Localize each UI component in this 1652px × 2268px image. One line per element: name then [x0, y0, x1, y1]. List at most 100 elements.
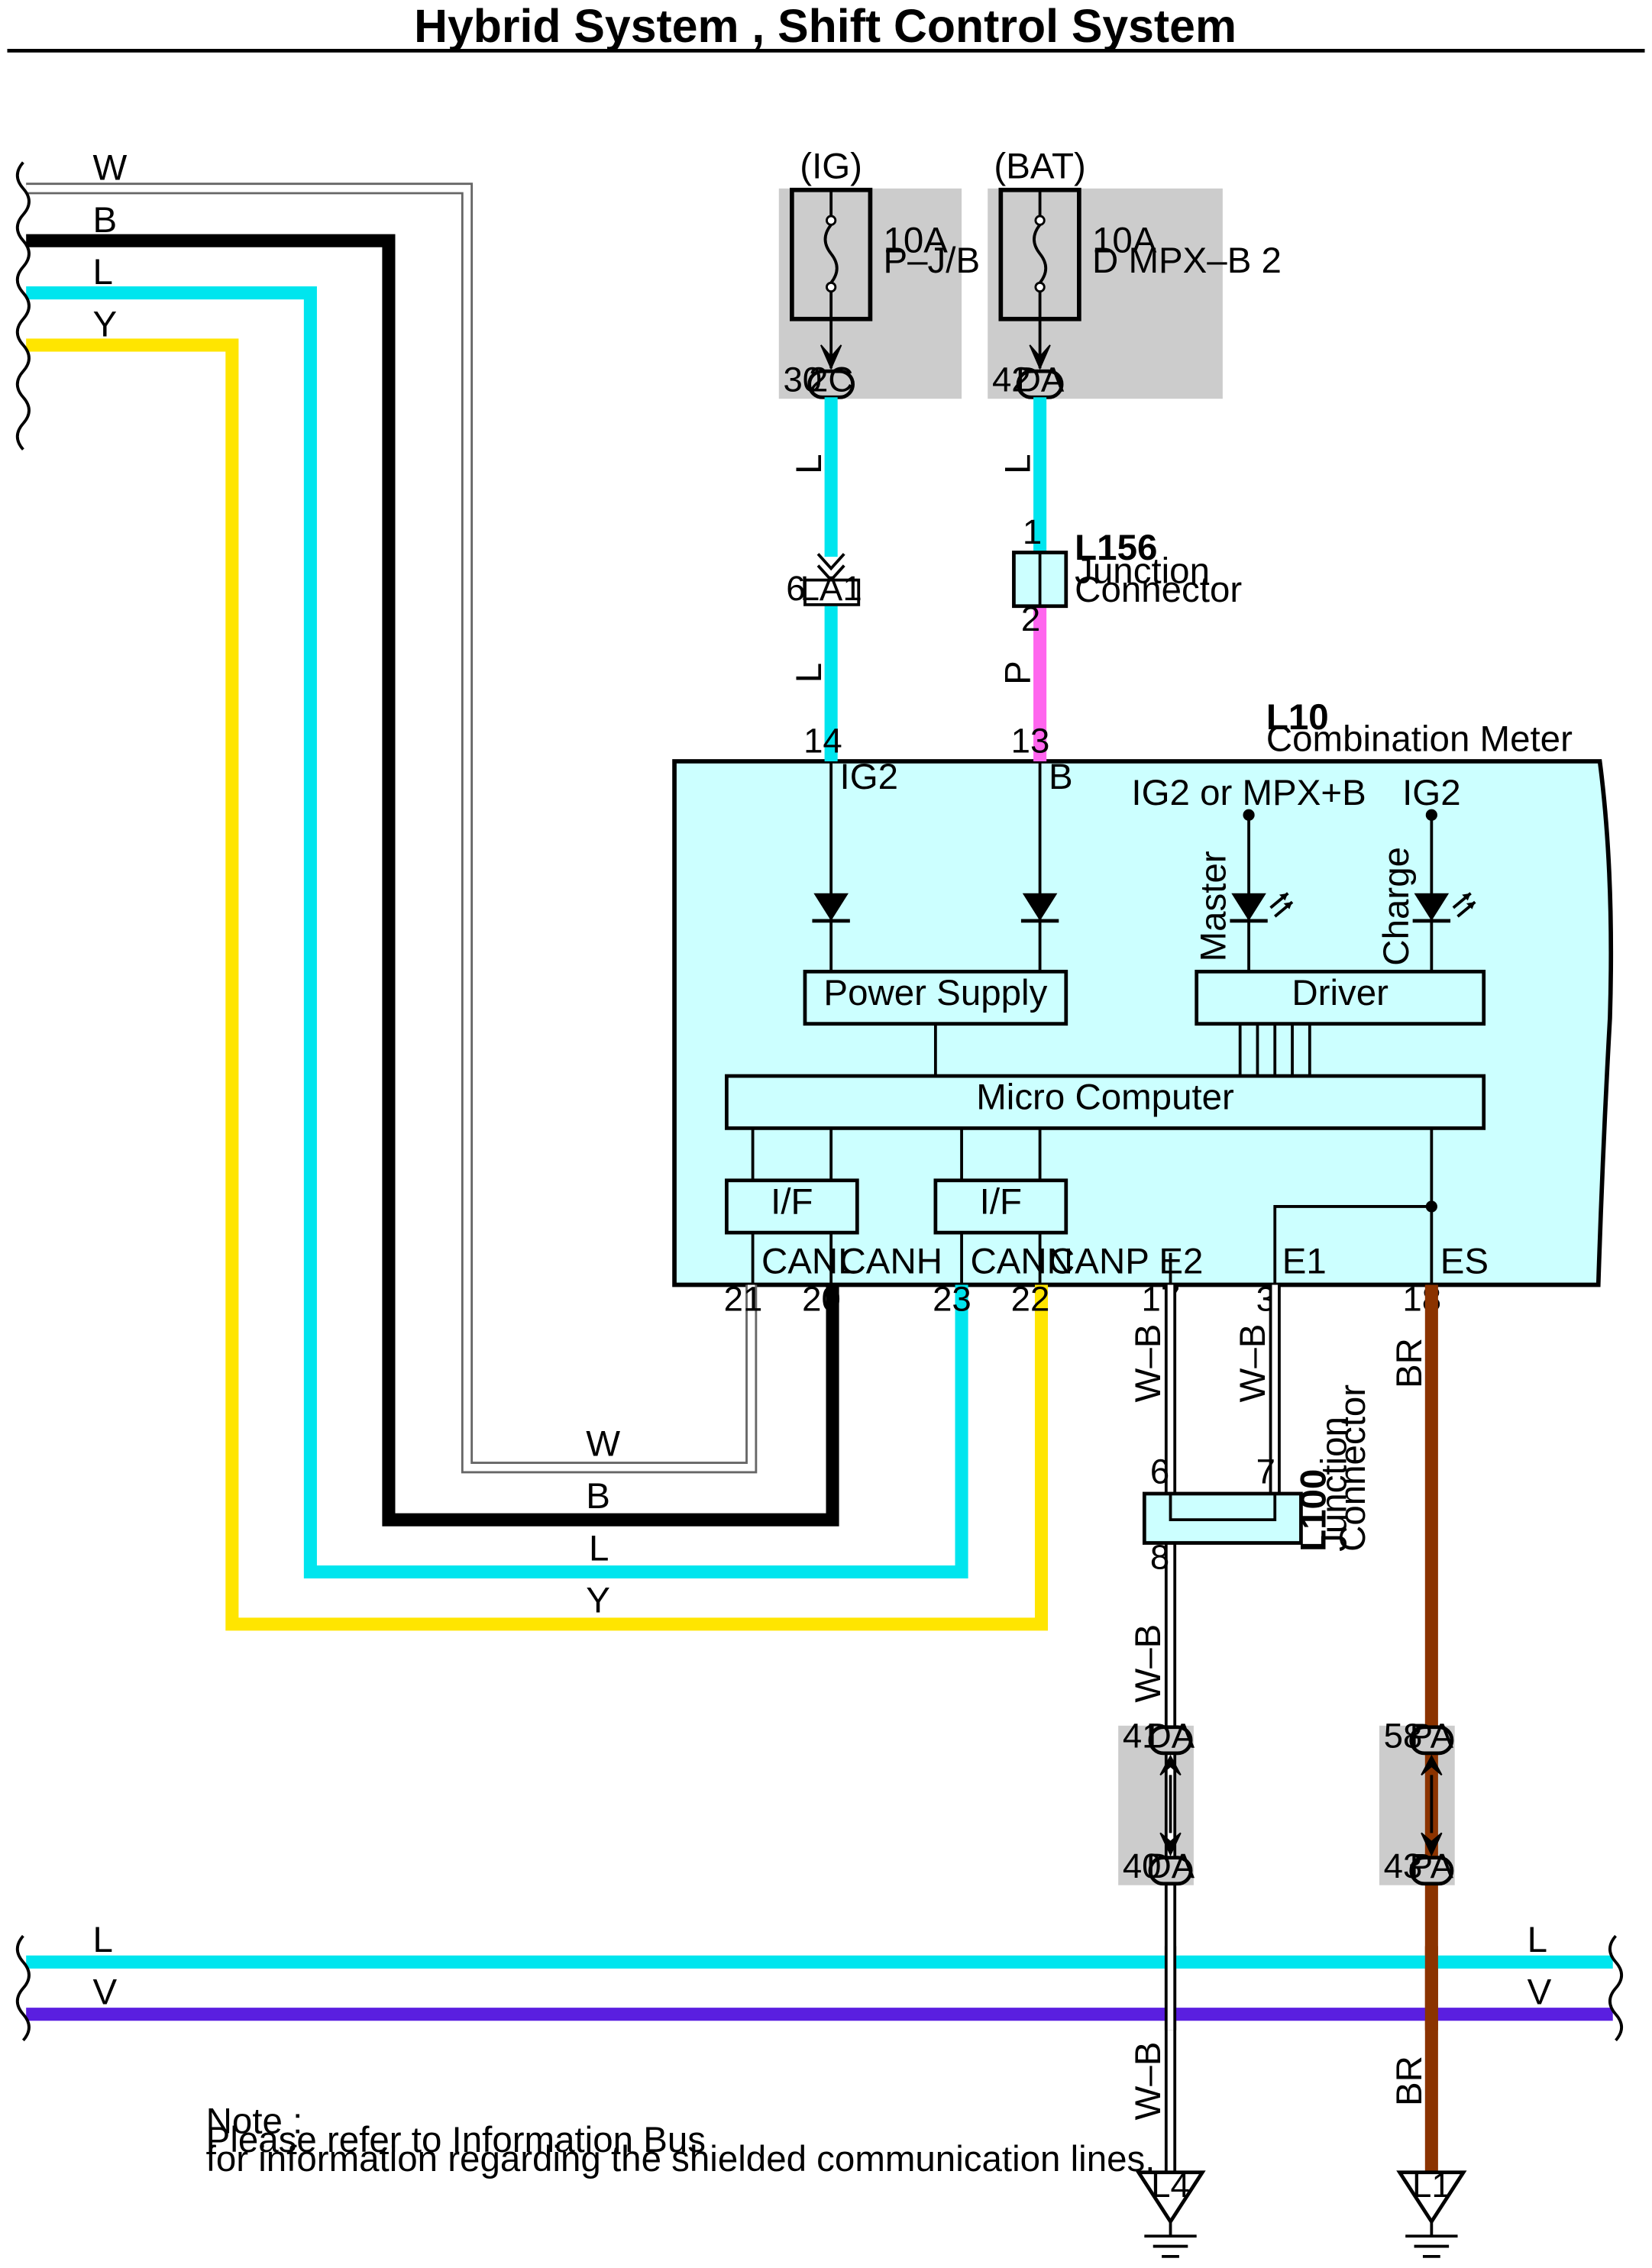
wire-label-l-3: L — [997, 454, 1038, 473]
bus-bottom-label-l-right: L — [1528, 1920, 1547, 1960]
if-block-1 — [725, 1178, 859, 1235]
top-break-marks — [15, 161, 31, 451]
fuse-bat: (BAT) 10A D MPX–B 2 DA 42 — [992, 147, 1282, 399]
wire-b-top — [26, 234, 839, 1527]
bus-label-l: L — [93, 252, 113, 292]
l156-pin-bottom: 2 — [1021, 599, 1040, 638]
charge-supply-dot — [1425, 809, 1437, 821]
da-pin-bottom: 40 — [1123, 1846, 1162, 1885]
da-pin-top: 41 — [1123, 1716, 1162, 1755]
micro-computer-block — [725, 1074, 1486, 1130]
da-name-bottom: DA — [1146, 1846, 1195, 1885]
l10-terminal-canl: CANL — [761, 1241, 858, 1281]
fuse-ig: (IG) 10A P–J/B 2C 30 — [783, 147, 980, 399]
diode-b-icon — [1020, 893, 1059, 923]
l10-pin-canp: 22 — [1011, 1280, 1050, 1319]
l10-terminal-ig2: IG2 — [840, 757, 899, 797]
pa-name-bottom: PA — [1410, 1846, 1454, 1885]
lamp-master-label: Master — [1194, 851, 1234, 961]
la1-arrow-1 — [816, 553, 845, 571]
l10-terminal-es: ES — [1440, 1241, 1489, 1281]
fuse-ig-name: P–J/B — [884, 241, 981, 281]
da-name-top: DA — [1146, 1716, 1195, 1755]
wire-label-br-1: BR — [1389, 1338, 1430, 1388]
if-block-2-label: I/F — [980, 1181, 1022, 1222]
l10-pin-b: 13 — [1011, 722, 1050, 761]
if-block-1-label: I/F — [771, 1181, 813, 1222]
charge-warning-led-icon — [1412, 892, 1476, 923]
note-line-2: Please refer to Information Bus — [206, 2120, 706, 2160]
l10-pin-ig2: 14 — [803, 722, 842, 761]
l10-terminal-cann: CANN — [970, 1241, 1073, 1281]
micro-computer-label: Micro Computer — [976, 1077, 1234, 1118]
es-junction-dot — [1425, 1200, 1437, 1213]
l10-pin-cann: 23 — [933, 1280, 971, 1319]
l10-pin-canh: 20 — [802, 1280, 841, 1319]
l100-line2: Connector — [1333, 1384, 1373, 1552]
ground-l1-icon — [1396, 2170, 1467, 2258]
fuse-bat-source: (BAT) — [994, 147, 1085, 187]
wire-label-wb-3: W–B — [1128, 1624, 1169, 1703]
l100-pin-a: 6 — [1150, 1452, 1169, 1491]
l10-terminal-e2: E2 — [1159, 1241, 1203, 1281]
l156-pin-top: 1 — [1023, 512, 1042, 551]
la1-pin: 6 — [786, 569, 805, 608]
l10-terminal-master-supply: IG2 or MPX+B — [1131, 773, 1366, 813]
power-supply-label: Power Supply — [823, 973, 1047, 1013]
bus-bottom-label-v-right: V — [1528, 1972, 1552, 2012]
bat-fuse-box — [988, 188, 1223, 399]
master-warning-led-icon — [1230, 892, 1294, 923]
l156-line2: Connector — [1075, 570, 1242, 610]
l10-terminal-b: B — [1049, 757, 1073, 797]
bottom-break-marks — [15, 1934, 1624, 2042]
lamp-charge-label: Charge — [1376, 847, 1417, 966]
wire-label-l-2: L — [789, 663, 829, 683]
la1-connector — [803, 578, 861, 606]
wire-label-l-1: L — [789, 454, 829, 473]
l100-internal-bridge — [1169, 1493, 1277, 1522]
l10-terminal-canh: CANH — [840, 1241, 943, 1281]
wire-label-b-return: B — [586, 1476, 610, 1517]
pa-connector-pair — [1409, 1725, 1454, 1886]
l100-pin-c: 8 — [1150, 1538, 1169, 1577]
wire-label-w-return: W — [586, 1424, 620, 1465]
page-title: Hybrid System , Shift Control System — [414, 0, 1237, 52]
l100-line1: Junction — [1314, 1417, 1354, 1552]
l156-line1: Junction — [1075, 551, 1210, 591]
fuse-ig-rating: 10A — [884, 220, 949, 260]
bus-bottom-label-v-left: V — [93, 1972, 118, 2012]
wire-label-l-return: L — [589, 1528, 609, 1569]
fuse-ig-pin: 30 — [783, 360, 822, 399]
l10-name: Combination Meter — [1266, 719, 1573, 760]
l10-terminal-canp: CANP — [1049, 1241, 1149, 1281]
wire-y-top — [26, 338, 1049, 1631]
l100-pin-b: 7 — [1256, 1452, 1275, 1491]
l10-pin-canl: 21 — [724, 1280, 763, 1319]
power-supply-block — [803, 969, 1068, 1026]
wire-label-y-return: Y — [586, 1581, 610, 1621]
pa-pin-bottom: 43 — [1384, 1846, 1423, 1885]
wire-label-wb-1: W–B — [1128, 1324, 1169, 1403]
bus-label-w: W — [93, 147, 128, 188]
fuse-ig-connector: 2C — [809, 360, 853, 399]
bus-bottom-label-l-left: L — [93, 1920, 113, 1960]
l10-id: L10 — [1266, 697, 1329, 738]
wire-l-top — [26, 286, 968, 1579]
la1-name: LA1 — [800, 569, 862, 608]
fuse-bat-rating: 10A — [1092, 220, 1157, 260]
wire-w-top — [26, 183, 758, 1474]
pa-name-top: PA — [1410, 1716, 1454, 1755]
pa-pin-top: 58 — [1384, 1716, 1423, 1755]
note-line-3: for information regarding the shielded c… — [206, 2139, 1156, 2179]
l100-id: L100 — [1294, 1469, 1334, 1552]
driver-block — [1195, 969, 1486, 1026]
if-block-2 — [933, 1178, 1068, 1235]
wire-label-p: P — [997, 661, 1038, 685]
l10-terminal-e1: E1 — [1282, 1241, 1327, 1281]
fuse-bat-connector: DA — [1016, 360, 1065, 399]
fuse-bat-name: D MPX–B 2 — [1092, 241, 1282, 281]
l10-combination-meter-body — [672, 759, 1614, 1287]
wire-label-br-2: BR — [1389, 2056, 1430, 2106]
ground-l4-icon — [1135, 2170, 1206, 2258]
